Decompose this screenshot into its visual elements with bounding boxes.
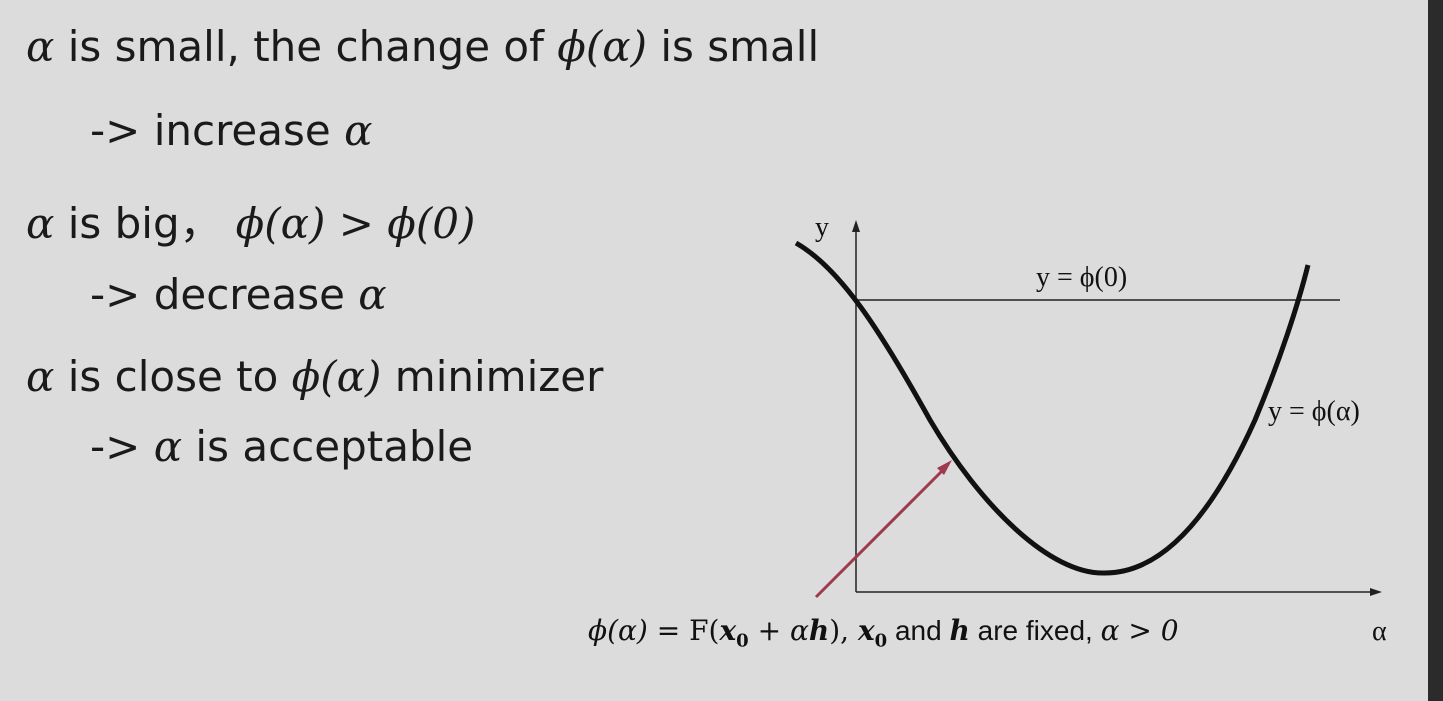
bullet-1: α is small, the change of ϕ(α) is small	[26, 22, 819, 71]
y-axis-arrowhead	[852, 220, 860, 232]
caption-phi: ϕ(α)	[588, 614, 648, 647]
hline-label: y = ϕ(0)	[1036, 262, 1128, 293]
x-axis-arrowhead	[1370, 588, 1382, 596]
caption-fixed: are fixed,	[969, 615, 1101, 646]
bullet-3: α is close to ϕ(α) minimizer	[26, 352, 603, 401]
x-axis-label: α	[1372, 616, 1387, 647]
pointer-arrowhead	[937, 460, 952, 475]
inequality-expression: ϕ(α) > ϕ(0)	[235, 199, 476, 248]
sub-bullet-2-text: -> decrease	[90, 270, 359, 319]
bullet-3-text: is close to	[54, 352, 292, 401]
bullet-2: α is big， ϕ(α) > ϕ(0)	[26, 190, 475, 251]
bullet-1-tail: is small	[647, 22, 820, 71]
caption-cond: α > 0	[1100, 614, 1179, 647]
sub-bullet-3-text: ->	[90, 422, 154, 471]
caption-x0: x	[719, 614, 737, 647]
caption-sub0: 0	[736, 630, 749, 652]
caption-hb: h	[949, 614, 970, 647]
sub-bullet-3: -> α is acceptable	[90, 422, 473, 471]
phi-alpha-expression: ϕ(α)	[557, 22, 647, 71]
alpha-symbol: α	[26, 352, 55, 401]
figure-caption: ϕ(α) = F(x0 + αh), x0 and h are fixed, α…	[588, 614, 1179, 652]
caption-and: and	[887, 615, 950, 646]
window-edge	[1428, 0, 1443, 701]
phi-alpha-curve	[794, 240, 1311, 576]
alpha-symbol: α	[26, 22, 55, 71]
sub-bullet-2: -> decrease α	[90, 270, 387, 319]
caption-close: ),	[829, 614, 858, 647]
bullet-3-tail: minimizer	[381, 352, 604, 401]
bullet-2-text: is big，	[54, 199, 222, 248]
alpha-symbol: α	[153, 422, 183, 471]
y-axis-label: y	[815, 212, 829, 243]
sub-bullet-1: -> increase α	[90, 106, 372, 155]
alpha-symbol: α	[344, 106, 373, 155]
caption-plus: + α	[748, 614, 809, 647]
caption-h: h	[808, 614, 830, 647]
caption-sub0b: 0	[874, 630, 888, 652]
caption-x0b: x	[857, 614, 875, 647]
phi-alpha-expression: ϕ(α)	[291, 352, 382, 401]
alpha-symbol: α	[358, 270, 387, 319]
sub-bullet-3-tail: is acceptable	[182, 422, 474, 471]
alpha-symbol: α	[26, 199, 55, 248]
bullet-1-text: is small, the change of	[54, 22, 558, 71]
sub-bullet-1-text: -> increase	[90, 106, 345, 155]
caption-eq: = F(	[647, 614, 720, 647]
pointer-arrow	[814, 465, 948, 599]
curve-label: y = ϕ(α)	[1268, 396, 1360, 427]
